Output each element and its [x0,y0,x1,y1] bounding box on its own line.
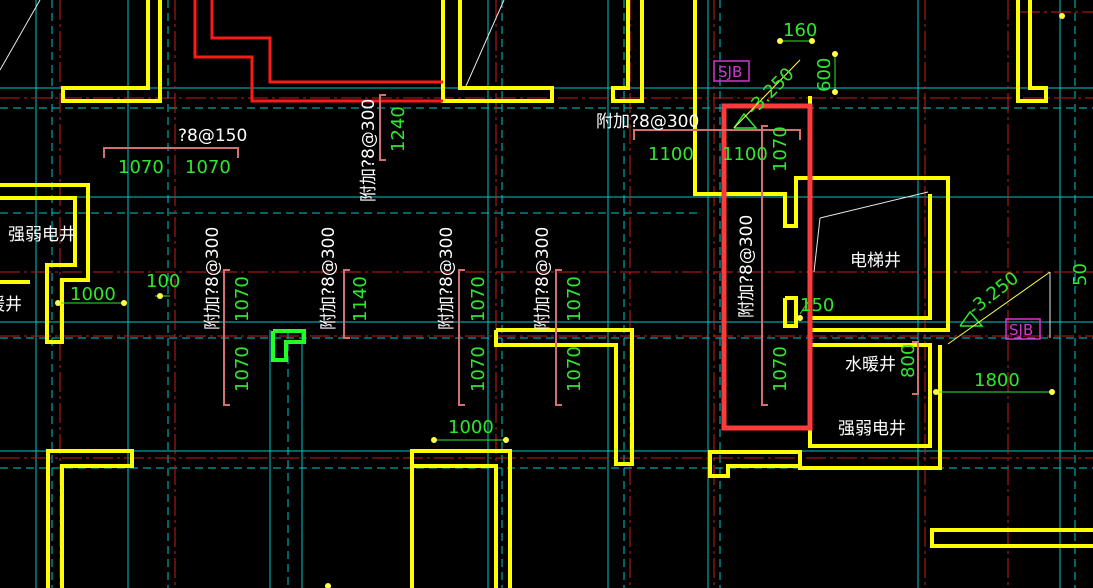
sjb-box-top [713,60,750,82]
dim-100: 100 [146,271,180,292]
dimension-lines [58,40,1052,441]
room-weak-current-top-left: 强弱电井 [8,225,76,245]
dim-1070-c4-top: 1070 [564,276,585,322]
dim-150: 150 [800,295,834,316]
dim-1070-a: 1070 [118,157,164,178]
highlight-box[interactable] [721,103,813,431]
elevation-triangle-top [733,112,758,129]
dim-1000-left: 1000 [70,284,116,305]
dim-1070-shaft-top: 1070 [770,126,791,172]
dim-1070-shaft-bottom: 1070 [770,346,791,392]
dimension-ticks [55,13,1065,588]
rebar-label-shaft: 附加?8@300 [737,215,757,318]
rebar-label-top-right: 附加?8@300 [596,112,699,132]
room-labels: 强弱电井 暖井 电梯井 水暖井 强弱电井 [0,225,906,439]
rebar-brackets [103,94,919,406]
dim-600: 600 [814,58,835,92]
green-column [271,329,306,362]
sjb-label-top: SJB [718,63,742,81]
rebar-label-col-4: 附加?8@300 [533,227,553,330]
rebar-labels: ?8@150 附加?8@300 附加?8@300 附加?8@300 附加?8@3… [178,99,757,330]
elevation-triangle-right [959,310,984,327]
rebar-label-top-left: ?8@150 [178,126,247,146]
dim-160: 160 [783,20,817,41]
room-partial-left: 暖井 [0,295,22,315]
dim-1070-c3-top: 1070 [468,276,489,322]
rebar-label-top-center: 附加?8@300 [359,99,379,202]
rebar-label-col-1: 附加?8@300 [203,227,223,330]
diagonal-lines [0,0,929,273]
dim-1000-bottom: 1000 [448,417,494,438]
dim-1800: 1800 [974,370,1020,391]
dim-1070-c4-bottom: 1070 [564,346,585,392]
dim-1070-c1-bottom: 1070 [232,346,253,392]
dim-1240: 1240 [388,106,409,152]
sjb-marker-top: SJB -3.250 [713,59,801,129]
dim-50: 50 [1070,263,1091,286]
room-water-heating-shaft: 水暖井 [845,355,896,375]
dim-1100-a: 1100 [648,144,694,165]
rebar-label-col-3: 附加?8@300 [437,227,457,330]
dim-1100-b: 1100 [722,144,768,165]
rebar-label-col-2: 附加?8@300 [319,227,339,330]
room-weak-current-right: 强弱电井 [838,419,906,439]
sjb-label-right: SJB [1009,321,1033,339]
sjb-marker-right: SJB -3.250 [947,268,1051,345]
room-elevator-shaft: 电梯井 [850,251,901,271]
elevation-label-top: -3.250 [743,64,799,120]
dim-1140: 1140 [350,276,371,322]
dim-800: 800 [898,344,919,378]
dim-1070-c3-bottom: 1070 [468,346,489,392]
dim-1070-b: 1070 [185,157,231,178]
sjb-box-right [1005,318,1041,340]
dimension-numbers: 160 600 1240 1070 1070 1100 1100 1070 10… [70,20,1091,438]
dim-1070-c1-top: 1070 [232,276,253,322]
red-walls [193,0,443,103]
